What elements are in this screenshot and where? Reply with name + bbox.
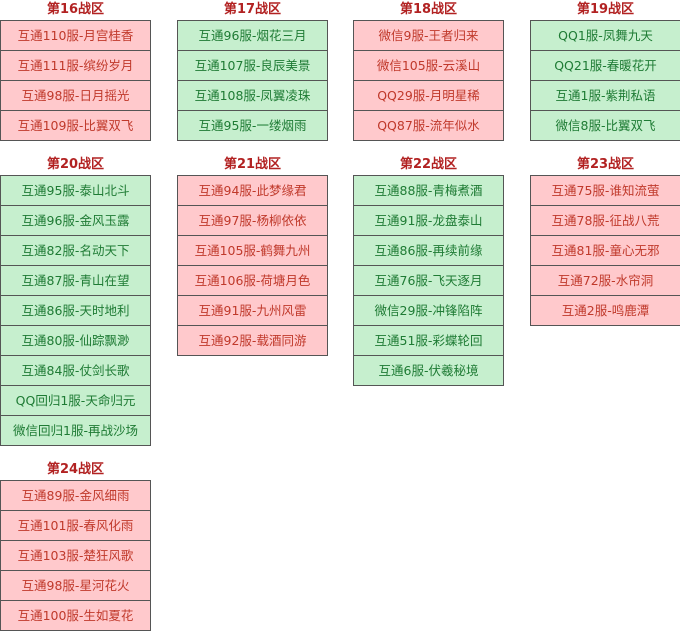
zone-title: 第18战区 (399, 2, 458, 17)
server-item[interactable]: 互通1服-紫荆私语 (531, 80, 680, 110)
zone-title: 第21战区 (223, 157, 282, 172)
zone-title: 第20战区 (46, 157, 105, 172)
server-item[interactable]: 互通86服-天时地利 (1, 295, 150, 325)
zone-title: 第24战区 (46, 462, 105, 477)
server-item[interactable]: 互通72服-水帘洞 (531, 265, 680, 295)
server-item[interactable]: 互通78服-征战八荒 (531, 205, 680, 235)
server-item[interactable]: 互通95服-泰山北斗 (1, 175, 150, 205)
server-item[interactable]: QQ87服-流年似水 (354, 110, 503, 140)
server-item[interactable]: 微信9服-王者归来 (354, 20, 503, 50)
zone-panel: 第23战区互通75服-谁知流萤互通78服-征战八荒互通81服-童心无邪互通72服… (530, 155, 680, 326)
server-item[interactable]: 互通51服-彩蝶轮回 (354, 325, 503, 355)
server-item[interactable]: 互通107服-良辰美景 (178, 50, 327, 80)
server-item[interactable]: 互通6服-伏羲秘境 (354, 355, 503, 385)
server-list: 互通88服-青梅煮酒互通91服-龙盘泰山互通86服-再续前缘互通76服-飞天逐月… (353, 175, 504, 386)
zone-panel: 第24战区互通89服-金风细雨互通101服-春风化雨互通103服-楚狂风歌互通9… (0, 460, 151, 631)
server-item[interactable]: 互通96服-烟花三月 (178, 20, 327, 50)
server-item[interactable]: 互通88服-青梅煮酒 (354, 175, 503, 205)
server-item[interactable]: 互通91服-九州风雷 (178, 295, 327, 325)
server-item[interactable]: QQ29服-月明星稀 (354, 80, 503, 110)
server-item[interactable]: 微信回归1服-再战沙场 (1, 415, 150, 445)
server-item[interactable]: 互通103服-楚狂风歌 (1, 540, 150, 570)
zone-title: 第17战区 (223, 2, 282, 17)
server-item[interactable]: 互通82服-名动天下 (1, 235, 150, 265)
server-item[interactable]: 互通97服-杨柳依依 (178, 205, 327, 235)
server-item[interactable]: 互通108服-凤翼凌珠 (178, 80, 327, 110)
server-item[interactable]: 互通86服-再续前缘 (354, 235, 503, 265)
zone-title: 第23战区 (576, 157, 635, 172)
server-item[interactable]: 互通105服-鹤舞九州 (178, 235, 327, 265)
server-item[interactable]: 互通76服-飞天逐月 (354, 265, 503, 295)
zone-panel: 第21战区互通94服-此梦缘君互通97服-杨柳依依互通105服-鹤舞九州互通10… (177, 155, 328, 356)
server-item[interactable]: 互通81服-童心无邪 (531, 235, 680, 265)
server-item[interactable]: 微信8服-比翼双飞 (531, 110, 680, 140)
server-item[interactable]: 互通84服-仗剑长歌 (1, 355, 150, 385)
server-list: 互通95服-泰山北斗互通96服-金风玉露互通82服-名动天下互通87服-青山在望… (0, 175, 151, 446)
zone-panel: 第17战区互通96服-烟花三月互通107服-良辰美景互通108服-凤翼凌珠互通9… (177, 0, 328, 141)
server-list: 互通75服-谁知流萤互通78服-征战八荒互通81服-童心无邪互通72服-水帘洞互… (530, 175, 680, 326)
server-item[interactable]: 互通87服-青山在望 (1, 265, 150, 295)
server-item[interactable]: 互通80服-仙踪飘渺 (1, 325, 150, 355)
server-item[interactable]: 互通94服-此梦缘君 (178, 175, 327, 205)
server-item[interactable]: 互通95服-一缕烟雨 (178, 110, 327, 140)
zone-title: 第22战区 (399, 157, 458, 172)
server-list: 互通89服-金风细雨互通101服-春风化雨互通103服-楚狂风歌互通98服-星河… (0, 480, 151, 631)
server-item[interactable]: 互通2服-鸣鹿潭 (531, 295, 680, 325)
server-item[interactable]: 互通100服-生如夏花 (1, 600, 150, 630)
server-item[interactable]: 互通98服-星河花火 (1, 570, 150, 600)
server-item[interactable]: 互通92服-载酒同游 (178, 325, 327, 355)
server-item[interactable]: 互通109服-比翼双飞 (1, 110, 150, 140)
zone-panel: 第20战区互通95服-泰山北斗互通96服-金风玉露互通82服-名动天下互通87服… (0, 155, 151, 446)
server-item[interactable]: 互通96服-金风玉露 (1, 205, 150, 235)
server-item[interactable]: 互通89服-金风细雨 (1, 480, 150, 510)
server-list: 互通110服-月宫桂香互通111服-缤纷岁月互通98服-日月摇光互通109服-比… (0, 20, 151, 141)
zone-title: 第16战区 (46, 2, 105, 17)
server-list: 互通96服-烟花三月互通107服-良辰美景互通108服-凤翼凌珠互通95服-一缕… (177, 20, 328, 141)
server-item[interactable]: QQ1服-凤舞九天 (531, 20, 680, 50)
zone-title: 第19战区 (576, 2, 635, 17)
server-item[interactable]: 互通111服-缤纷岁月 (1, 50, 150, 80)
server-item[interactable]: 互通91服-龙盘泰山 (354, 205, 503, 235)
zone-panel: 第22战区互通88服-青梅煮酒互通91服-龙盘泰山互通86服-再续前缘互通76服… (353, 155, 504, 386)
server-item[interactable]: QQ21服-春暖花开 (531, 50, 680, 80)
server-item[interactable]: 互通98服-日月摇光 (1, 80, 150, 110)
server-list: 互通94服-此梦缘君互通97服-杨柳依依互通105服-鹤舞九州互通106服-荷塘… (177, 175, 328, 356)
server-item[interactable]: QQ回归1服-天命归元 (1, 385, 150, 415)
server-item[interactable]: 互通75服-谁知流萤 (531, 175, 680, 205)
server-item[interactable]: 互通110服-月宫桂香 (1, 20, 150, 50)
server-item[interactable]: 互通101服-春风化雨 (1, 510, 150, 540)
zone-panel: 第16战区互通110服-月宫桂香互通111服-缤纷岁月互通98服-日月摇光互通1… (0, 0, 151, 141)
server-item[interactable]: 微信29服-冲锋陷阵 (354, 295, 503, 325)
server-item[interactable]: 微信105服-云溪山 (354, 50, 503, 80)
server-item[interactable]: 互通106服-荷塘月色 (178, 265, 327, 295)
